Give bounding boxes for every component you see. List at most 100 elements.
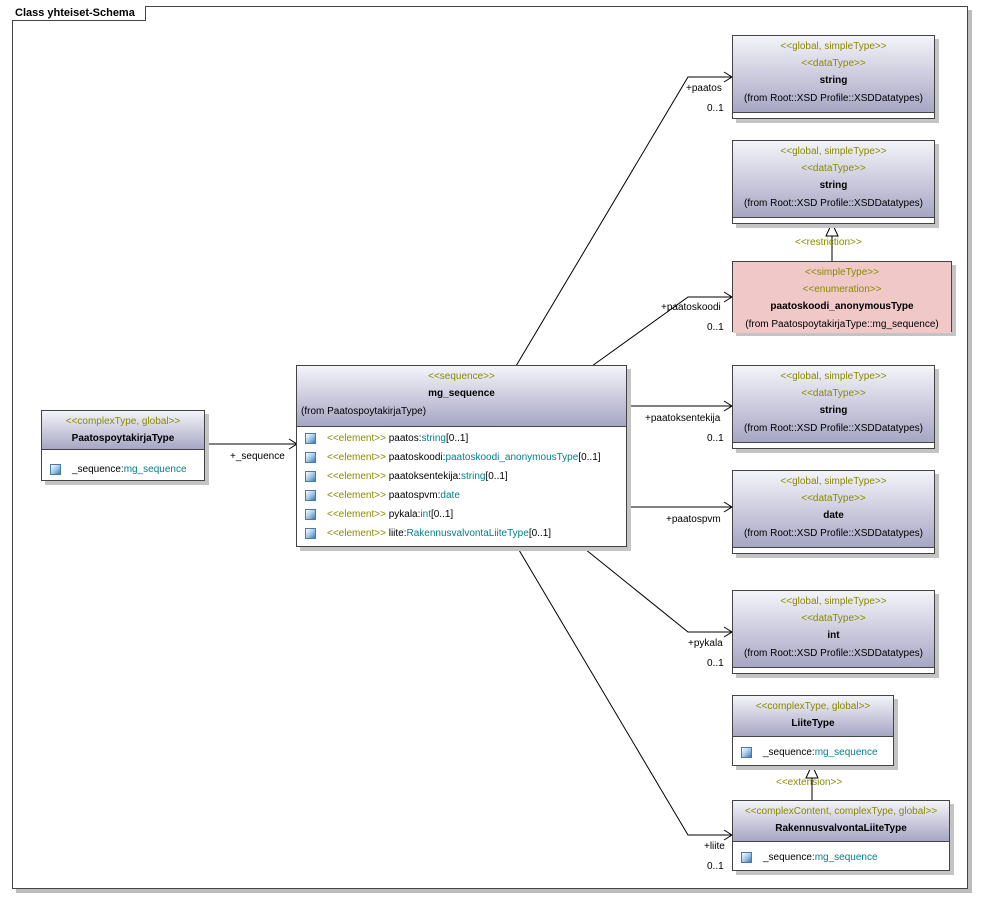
class-int-datatype[interactable]: <<global, simpleType>> <<dataType>> int … <box>732 590 935 674</box>
class-rakennusvalvonta-liite-type[interactable]: <<complexContent, complexType, global>> … <box>732 800 950 871</box>
class-header: <<complexType, global>> Paatospoytakirja… <box>42 411 204 449</box>
attribute-multiplicity: [0..1] <box>430 509 454 520</box>
multiplicity-label-paatos: 0..1 <box>707 103 724 114</box>
attribute-type: int <box>420 509 431 520</box>
class-mg-sequence[interactable]: <<sequence>> mg_sequence (from Paatospoy… <box>296 365 627 547</box>
attribute-row[interactable]: <<element>> paatoskoodi:paatoskoodi_anon… <box>297 448 626 467</box>
attribute-stereotype: <<element>> <box>327 528 386 539</box>
attribute-row[interactable]: _sequence:mg_sequence <box>42 460 204 479</box>
from-label: (from PaatospoytakirjaType) <box>301 406 427 417</box>
role-label-paatoskoodi: +paatoskoodi <box>661 302 721 313</box>
stereotype-label: <<global, simpleType>> <box>780 476 887 487</box>
attribute-icon <box>305 490 316 501</box>
diagram-title: Class yhteiset-Schema <box>12 6 146 21</box>
class-header: <<complexType, global>> LiiteType <box>733 696 893 736</box>
attribute-section <box>733 217 934 218</box>
class-name: PaatospoytakirjaType <box>71 433 175 444</box>
attribute-multiplicity: [0..1] <box>485 471 508 482</box>
attribute-section: <<element>> paatos:string[0..1] <<elemen… <box>297 426 626 543</box>
class-string-datatype[interactable]: <<global, simpleType>> <<dataType>> stri… <box>732 140 935 224</box>
class-name: LiiteType <box>791 718 835 729</box>
class-header: <<global, simpleType>> <<dataType>> date… <box>733 471 934 547</box>
class-header: <<complexContent, complexType, global>> … <box>733 801 949 841</box>
role-label-paatospvm: +paatospvm <box>666 514 721 525</box>
stereotype-label: <<global, simpleType>> <box>780 146 887 157</box>
attribute-row[interactable]: _sequence:mg_sequence <box>733 848 949 867</box>
extension-arrowhead <box>805 763 819 779</box>
attribute-type: paatoskoodi_anonymousType <box>445 452 579 463</box>
attribute-stereotype: <<element>> <box>327 471 386 482</box>
class-name: mg_sequence <box>428 388 495 399</box>
attribute-name: paatoskoodi: <box>385 452 446 463</box>
attribute-type: date <box>440 490 460 501</box>
class-name: RakennusvalvontaLiiteType <box>775 823 907 834</box>
class-paatospoytakirja-type[interactable]: <<complexType, global>> Paatospoytakirja… <box>41 410 205 481</box>
attribute-stereotype: <<element>> <box>327 452 386 463</box>
attribute-name: _sequence: <box>72 464 124 475</box>
attribute-stereotype: <<element>> <box>327 433 386 444</box>
attribute-icon <box>741 852 752 863</box>
attribute-name: _sequence: <box>763 747 815 758</box>
stereotype-label: <<dataType>> <box>801 163 866 174</box>
attribute-row[interactable]: <<element>> paatospvm:date <box>297 486 626 505</box>
role-label-paatoksentekija: +paatoksentekija <box>645 413 721 424</box>
from-label: (from Root::XSD Profile::XSDDatatypes) <box>744 423 923 434</box>
attribute-type: mg_sequence <box>123 464 187 475</box>
class-header: <<global, simpleType>> <<dataType>> stri… <box>733 141 934 217</box>
attribute-row[interactable]: <<element>> paatos:string[0..1] <box>297 429 626 448</box>
class-string-datatype[interactable]: <<global, simpleType>> <<dataType>> stri… <box>732 365 935 449</box>
attribute-name: paatoksentekija: <box>385 471 461 482</box>
from-label: (from Root::XSD Profile::XSDDatatypes) <box>744 93 923 104</box>
attribute-row[interactable]: _sequence:mg_sequence <box>733 743 893 762</box>
attribute-name: paatospvm: <box>385 490 441 501</box>
restriction-stereotype-label: <<restriction>> <box>795 237 862 248</box>
attribute-section <box>733 112 934 113</box>
attribute-icon <box>305 509 316 520</box>
attribute-name: liite: <box>385 528 407 539</box>
attribute-type: mg_sequence <box>814 747 878 758</box>
class-name: string <box>819 75 848 86</box>
assoc-pykala-line <box>579 544 732 633</box>
attribute-section: _sequence:mg_sequence <box>733 736 893 762</box>
attribute-name: paatos: <box>385 433 422 444</box>
multiplicity-label-pykala: 0..1 <box>707 658 724 669</box>
attribute-stereotype: <<element>> <box>327 490 386 501</box>
class-liite-type[interactable]: <<complexType, global>> LiiteType _seque… <box>732 695 894 766</box>
class-header: <<simpleType>> <<enumeration>> paatoskoo… <box>733 262 951 333</box>
multiplicity-label-paatoksentekija: 0..1 <box>707 433 724 444</box>
attribute-icon <box>305 433 316 444</box>
class-date-datatype[interactable]: <<global, simpleType>> <<dataType>> date… <box>732 470 935 554</box>
attribute-icon <box>50 464 61 475</box>
attribute-icon <box>305 452 316 463</box>
stereotype-label: <<dataType>> <box>801 493 866 504</box>
stereotype-label: <<enumeration>> <box>802 284 882 295</box>
from-label: (from Root::XSD Profile::XSDDatatypes) <box>744 198 923 209</box>
attribute-multiplicity: [0..1] <box>445 433 469 444</box>
attribute-icon <box>305 471 316 482</box>
stereotype-label: <<dataType>> <box>801 58 866 69</box>
attribute-section <box>733 667 934 668</box>
attribute-type: string <box>421 433 446 444</box>
restriction-arrowhead <box>825 221 839 237</box>
assoc-liite-line <box>515 544 732 836</box>
multiplicity-label-paatoskoodi: 0..1 <box>707 322 724 333</box>
attribute-name: _sequence: <box>763 852 815 863</box>
from-label: (from Root::XSD Profile::XSDDatatypes) <box>744 528 923 539</box>
class-name: paatoskoodi_anonymousType <box>770 301 914 312</box>
attribute-row[interactable]: <<element>> paatoksentekija:string[0..1] <box>297 467 626 486</box>
class-string-datatype[interactable]: <<global, simpleType>> <<dataType>> stri… <box>732 35 935 119</box>
class-name: string <box>819 405 848 416</box>
stereotype-label: <<global, simpleType>> <box>780 41 887 52</box>
stereotype-label: <<simpleType>> <box>805 267 879 278</box>
from-label: (from Root::XSD Profile::XSDDatatypes) <box>744 648 923 659</box>
attribute-name: pykala: <box>385 509 421 520</box>
role-label-liite: +liite <box>704 841 725 852</box>
attribute-row[interactable]: <<element>> liite:RakennusvalvontaLiiteT… <box>297 524 626 543</box>
attribute-row[interactable]: <<element>> pykala:int[0..1] <box>297 505 626 524</box>
attribute-section <box>733 442 934 443</box>
assoc-paatoskoodi-line <box>591 296 732 367</box>
attribute-multiplicity: [0..1] <box>578 452 601 463</box>
assoc-paatos-line <box>515 76 732 367</box>
class-paatoskoodi-enumeration[interactable]: <<simpleType>> <<enumeration>> paatoskoo… <box>732 261 952 333</box>
class-header: <<global, simpleType>> <<dataType>> stri… <box>733 36 934 112</box>
